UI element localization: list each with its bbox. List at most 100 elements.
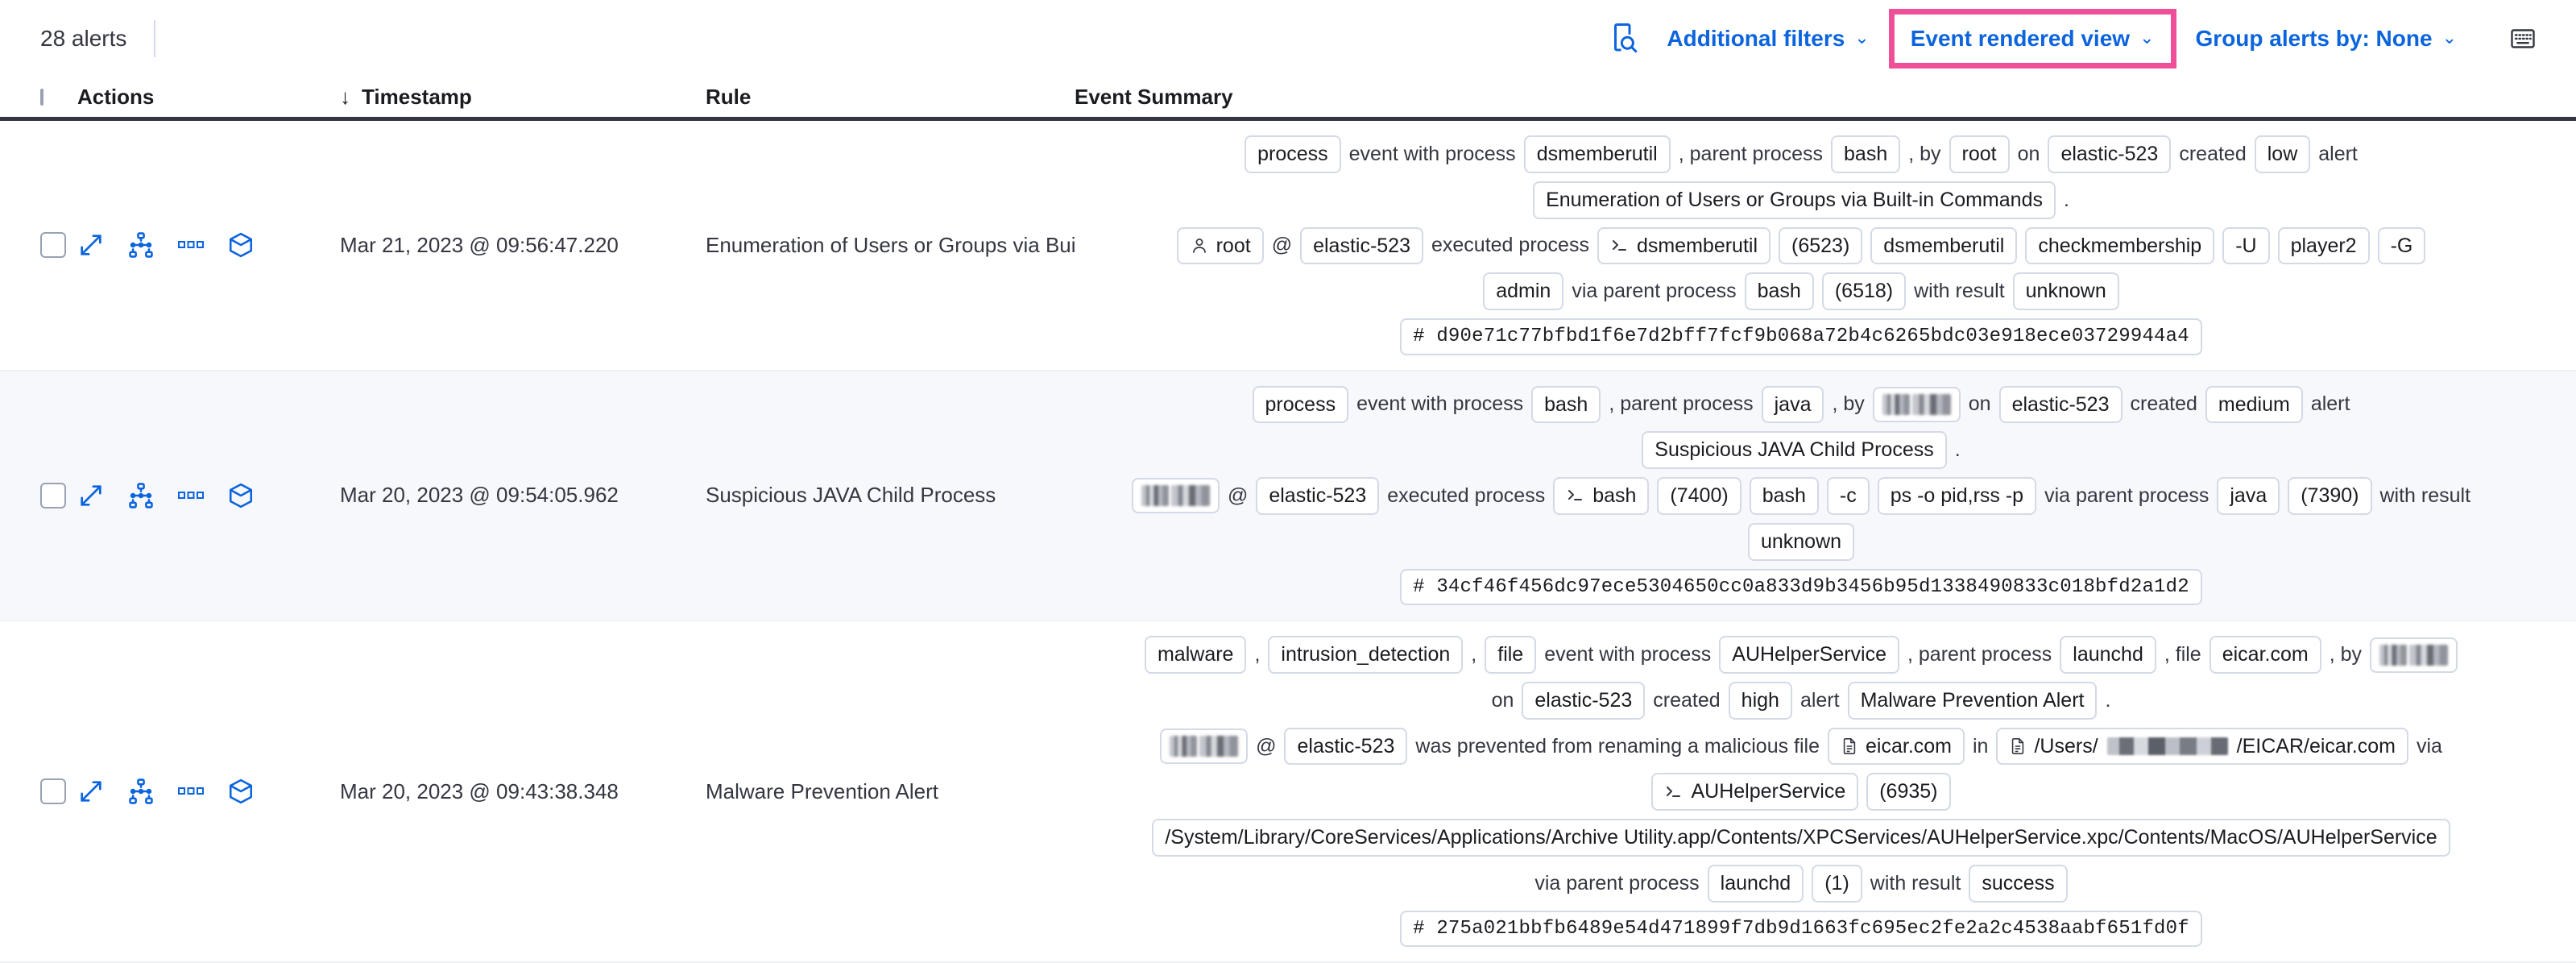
summary-field-chip[interactable]: Malware Prevention Alert bbox=[1847, 681, 2098, 720]
summary-field-chip[interactable]: AUHelperService bbox=[1719, 636, 1900, 674]
summary-field-chip[interactable]: eicar.com bbox=[1828, 727, 1965, 766]
summary-field-chip[interactable]: eicar.com bbox=[2209, 636, 2321, 674]
summary-field-chip[interactable]: process bbox=[1252, 385, 1349, 424]
summary-field-chip[interactable]: bash bbox=[1831, 135, 1901, 173]
osquery-cube-icon[interactable] bbox=[227, 778, 255, 805]
session-analyzer-icon[interactable] bbox=[127, 231, 155, 259]
event-rendered-view-button[interactable]: Event rendered view ⌄ bbox=[1906, 26, 2160, 52]
summary-field-chip[interactable]: bash bbox=[1531, 385, 1601, 424]
summary-field-chip[interactable]: Suspicious JAVA Child Process bbox=[1642, 431, 1947, 470]
session-analyzer-icon[interactable] bbox=[127, 778, 155, 805]
event-hash-chip[interactable]: # 275a021bbfb6489e54d471899f7db9d1663fc6… bbox=[1400, 910, 2202, 948]
osquery-cube-icon[interactable] bbox=[227, 231, 255, 259]
chip-label: AUHelperService bbox=[1691, 780, 1846, 803]
summary-field-chip[interactable]: bash bbox=[1744, 272, 1814, 310]
table-header-row: Actions ↓ Timestamp Rule Event Summary bbox=[0, 77, 2576, 121]
summary-field-chip[interactable]: -c bbox=[1826, 477, 1870, 515]
group-alerts-by-button[interactable]: Group alerts by: None ⌄ bbox=[2181, 18, 2471, 60]
session-analyzer-icon[interactable] bbox=[127, 482, 155, 509]
summary-field-chip[interactable]: launchd bbox=[1707, 864, 1804, 903]
summary-field-chip[interactable]: (6523) bbox=[1779, 226, 1863, 265]
summary-field-chip[interactable]: unknown bbox=[2012, 272, 2119, 310]
summary-field-chip[interactable]: (6935) bbox=[1866, 773, 1951, 811]
summary-field-chip[interactable]: medium bbox=[2205, 385, 2303, 424]
summary-field-chip[interactable]: java bbox=[2217, 477, 2280, 515]
keyboard-shortcut-icon[interactable] bbox=[2508, 24, 2537, 53]
inspect-search-icon[interactable] bbox=[1607, 22, 1641, 56]
select-all-checkbox[interactable] bbox=[40, 88, 43, 106]
osquery-cube-icon[interactable] bbox=[227, 482, 255, 509]
summary-field-chip[interactable]: elastic-523 bbox=[1256, 477, 1380, 515]
summary-field-chip[interactable]: (7390) bbox=[2288, 477, 2372, 515]
toolbar-controls: Additional filters ⌄ Event rendered view… bbox=[1607, 9, 2537, 68]
redacted-user-chip[interactable] bbox=[1872, 386, 1961, 422]
more-actions-icon[interactable] bbox=[177, 783, 205, 799]
summary-field-chip[interactable]: dsmemberutil bbox=[1870, 226, 2018, 265]
summary-field-chip[interactable]: (7400) bbox=[1657, 477, 1741, 515]
summary-field-chip[interactable]: (1) bbox=[1812, 864, 1862, 903]
summary-field-chip[interactable]: intrusion_detection bbox=[1268, 636, 1464, 674]
summary-field-chip[interactable]: (6518) bbox=[1821, 272, 1907, 310]
summary-field-chip[interactable]: -U bbox=[2222, 226, 2270, 265]
column-header-actions[interactable]: Actions bbox=[77, 85, 340, 110]
column-header-rule[interactable]: Rule bbox=[706, 85, 1075, 110]
row-timestamp: Mar 20, 2023 @ 09:54:05.962 bbox=[340, 483, 619, 508]
row-rule-cell: Suspicious JAVA Child Process bbox=[706, 372, 1075, 621]
summary-field-chip[interactable]: elastic-523 bbox=[1300, 226, 1423, 265]
column-header-event-summary[interactable]: Event Summary bbox=[1075, 85, 2576, 110]
chip-label: (6518) bbox=[1834, 280, 1894, 303]
event-hash-chip[interactable]: # 34cf46f456dc97ece5304650cc0a833d9b3456… bbox=[1400, 568, 2202, 606]
summary-field-chip[interactable]: bash bbox=[1553, 477, 1650, 515]
summary-field-chip[interactable]: -G bbox=[2377, 226, 2426, 265]
table-row[interactable]: Mar 20, 2023 @ 09:54:05.962 Suspicious JA… bbox=[0, 371, 2576, 622]
summary-field-chip[interactable]: root bbox=[1949, 135, 2010, 173]
summary-field-chip[interactable]: elastic-523 bbox=[1998, 385, 2123, 424]
summary-field-chip[interactable]: malware bbox=[1144, 636, 1247, 674]
summary-field-chip[interactable]: elastic-523 bbox=[1522, 681, 1646, 720]
summary-field-chip[interactable]: /System/Library/CoreServices/Application… bbox=[1152, 819, 2450, 857]
expand-icon[interactable] bbox=[77, 231, 105, 259]
expand-icon[interactable] bbox=[77, 778, 105, 805]
summary-field-chip[interactable]: ps -o pid,rss -p bbox=[1877, 477, 2037, 515]
summary-field-chip[interactable]: unknown bbox=[1747, 522, 1855, 561]
more-actions-icon[interactable] bbox=[177, 237, 205, 253]
redacted-user-chip[interactable] bbox=[2370, 637, 2458, 673]
summary-field-chip[interactable]: low bbox=[2254, 135, 2311, 173]
summary-field-chip[interactable]: admin bbox=[1483, 272, 1564, 310]
redacted-user-chip[interactable] bbox=[1160, 728, 1249, 765]
chip-label: malware bbox=[1157, 643, 1234, 666]
summary-field-chip[interactable]: dsmemberutil bbox=[1597, 226, 1771, 265]
redacted-user-chip[interactable] bbox=[1131, 478, 1220, 514]
summary-field-chip[interactable]: Enumeration of Users or Groups via Built… bbox=[1533, 181, 2056, 219]
expand-icon[interactable] bbox=[77, 482, 105, 509]
chip-label: java bbox=[2230, 484, 2267, 508]
row-checkbox[interactable] bbox=[40, 482, 66, 508]
summary-field-chip[interactable]: /Users//EICAR/eicar.com bbox=[1996, 727, 2408, 766]
summary-field-chip[interactable]: bash bbox=[1749, 477, 1819, 515]
summary-field-chip[interactable]: launchd bbox=[2060, 636, 2156, 674]
summary-field-chip[interactable]: elastic-523 bbox=[1284, 727, 1408, 766]
summary-field-chip[interactable]: elastic-523 bbox=[2048, 135, 2172, 173]
additional-filters-button[interactable]: Additional filters ⌄ bbox=[1652, 18, 1883, 60]
summary-field-chip[interactable]: dsmemberutil bbox=[1523, 135, 1671, 173]
column-header-event-summary-label: Event Summary bbox=[1075, 85, 1233, 109]
summary-field-chip[interactable]: success bbox=[1969, 864, 2068, 903]
summary-field-chip[interactable]: checkmembership bbox=[2025, 226, 2215, 265]
summary-field-chip[interactable]: high bbox=[1728, 681, 1792, 720]
chip-label: /Users/ bbox=[2034, 734, 2098, 758]
row-checkbox[interactable] bbox=[40, 778, 66, 805]
more-actions-icon[interactable] bbox=[177, 488, 205, 504]
summary-field-chip[interactable]: AUHelperService bbox=[1651, 773, 1859, 811]
column-header-timestamp[interactable]: ↓ Timestamp bbox=[340, 85, 706, 110]
row-checkbox[interactable] bbox=[40, 232, 66, 259]
summary-field-chip[interactable]: process bbox=[1245, 135, 1341, 173]
column-header-rule-label: Rule bbox=[706, 85, 752, 109]
summary-field-chip[interactable]: file bbox=[1485, 636, 1537, 674]
row-checkbox-cell bbox=[40, 621, 77, 961]
summary-field-chip[interactable]: java bbox=[1761, 385, 1824, 424]
event-hash-chip[interactable]: # d90e71c77bfbd1f6e7d2bff7fcf9b068a72b4c… bbox=[1400, 318, 2202, 355]
summary-field-chip[interactable]: player2 bbox=[2277, 226, 2370, 265]
summary-field-chip[interactable]: root bbox=[1176, 226, 1264, 265]
